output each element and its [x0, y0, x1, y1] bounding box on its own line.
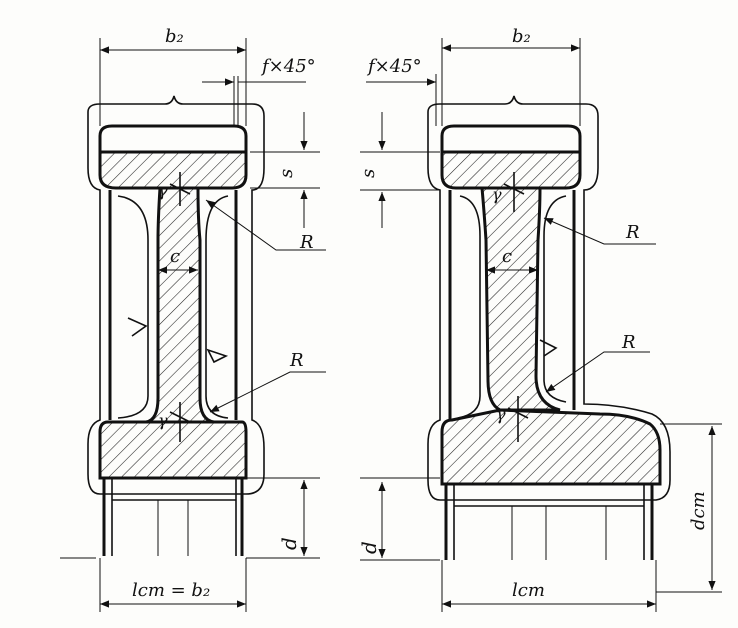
right-hub-diameter-label: dст	[688, 491, 709, 530]
left-hub-section	[98, 420, 248, 480]
right-section-view	[360, 38, 722, 612]
right-gamma-bottom-label: γ	[496, 405, 506, 424]
left-d-label: d	[277, 537, 301, 550]
right-gamma-top-label: γ	[492, 185, 502, 204]
left-hub-length-label: lст = b₂	[132, 580, 210, 601]
right-rim-crown	[440, 124, 582, 152]
right-r-bottom-label: R	[621, 332, 636, 353]
right-hub-length-label: lст	[512, 580, 545, 601]
left-rim-section	[98, 150, 248, 190]
right-rim-section	[440, 150, 582, 190]
left-c-label: c	[170, 246, 180, 267]
right-d-label: d	[357, 541, 381, 554]
left-rim-crown	[98, 124, 248, 152]
left-web-section	[145, 186, 215, 424]
right-web-section	[480, 186, 561, 412]
right-s-label: s	[358, 169, 379, 178]
left-r-top-label: R	[299, 232, 314, 253]
left-chamfer-label: f×45°	[260, 56, 316, 77]
right-r-top-label: R	[625, 222, 640, 243]
left-gamma-top-label: γ	[158, 181, 168, 200]
left-r-bottom-label: R	[289, 350, 304, 371]
left-gamma-bottom-label: γ	[158, 411, 168, 430]
right-c-label: c	[502, 246, 512, 267]
left-s-label: s	[276, 169, 297, 178]
left-b2-label: b₂	[165, 26, 184, 47]
right-b2-label: b₂	[512, 26, 531, 47]
right-hub-section	[440, 408, 662, 486]
right-chamfer-label: f×45°	[366, 56, 422, 77]
left-section-view	[60, 38, 326, 612]
